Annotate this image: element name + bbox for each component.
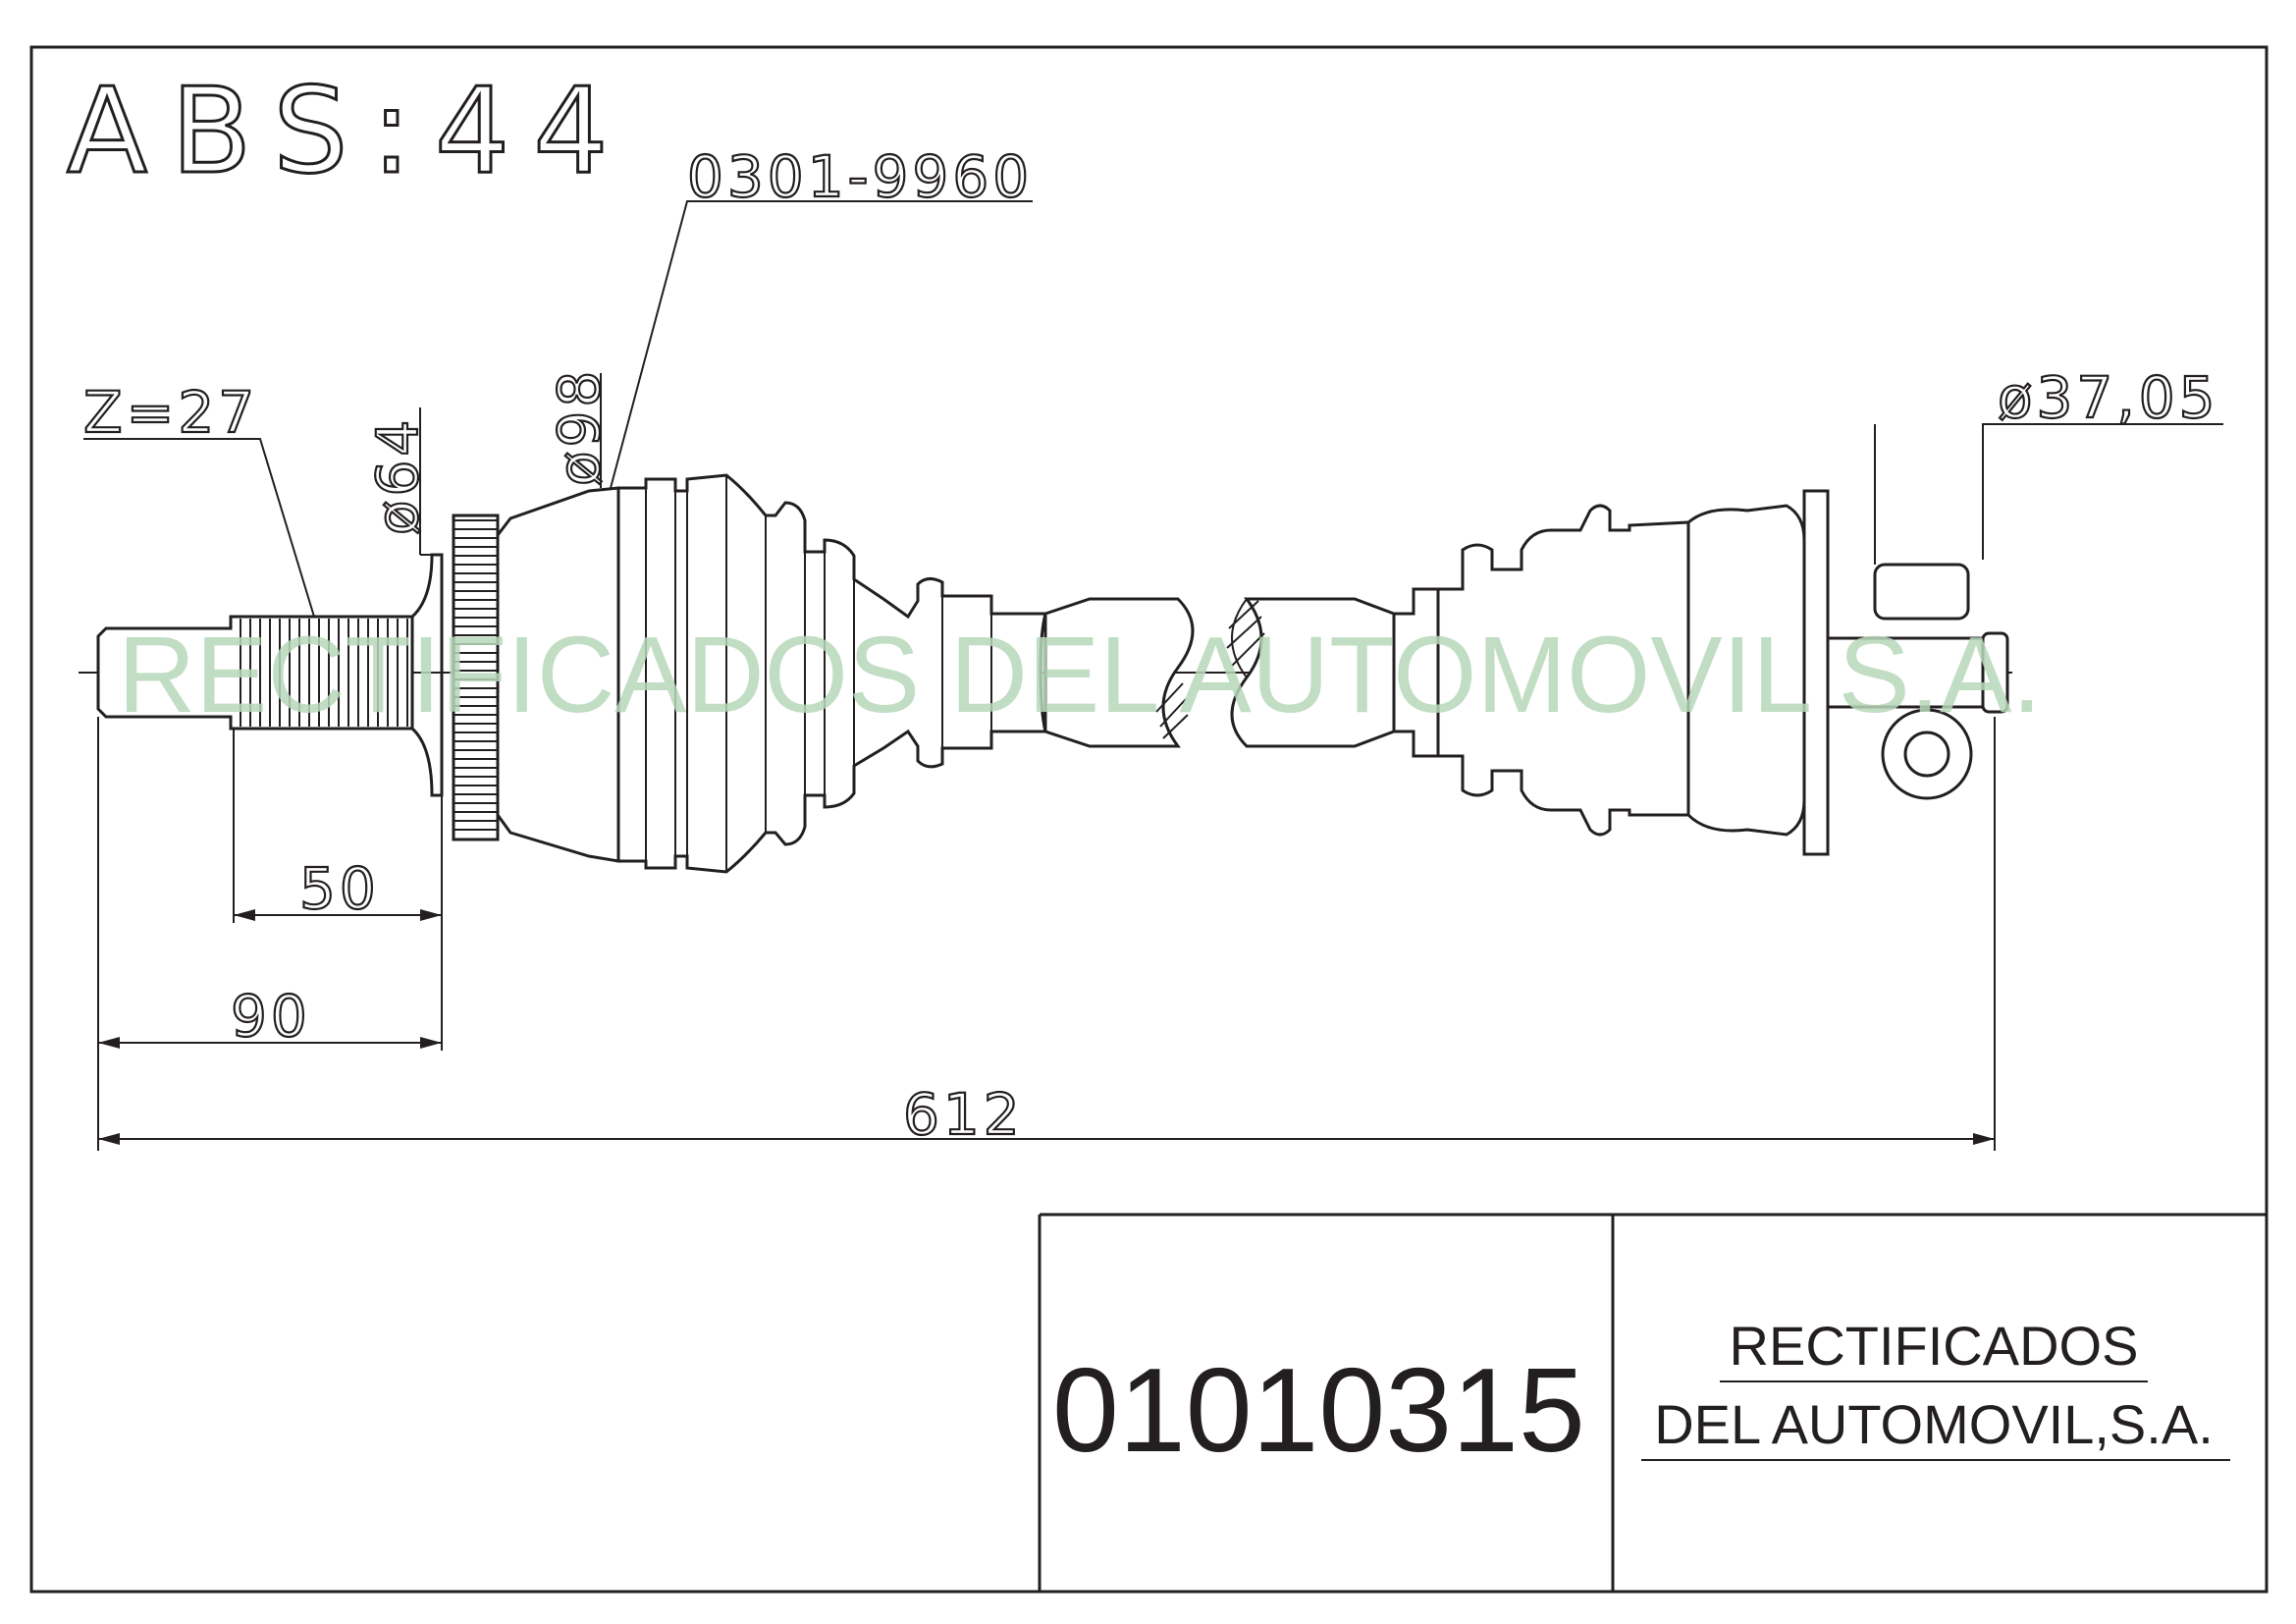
bearing-block — [1873, 563, 1970, 621]
company-name-line1: RECTIFICADOS — [1730, 1315, 2139, 1377]
inner-flange — [1802, 489, 1830, 856]
part-ref-label: 0301-9960 — [687, 143, 1033, 210]
shaft-break-hatch-right — [1226, 598, 1265, 678]
diameter-37-label: ø37,05 — [1998, 364, 2219, 431]
part-number: 01010315 — [1052, 1343, 1585, 1477]
company-name-line2: DEL AUTOMOVIL,S.A. — [1654, 1393, 2214, 1455]
outer-boot — [616, 473, 1047, 874]
outer-boot-ridges — [645, 475, 992, 872]
stub-shoulder — [410, 553, 444, 797]
watermark: RECTIFICADOS DEL AUTOMOVIL S.A. — [118, 615, 2042, 735]
diameter-98-label: ø98 — [546, 367, 613, 486]
title-block: 01010315 RECTIFICADOS DEL AUTOMOVIL,S.A. — [1038, 1213, 2267, 1592]
dimension-90-label: 90 — [231, 983, 311, 1050]
drive-shaft — [96, 473, 2009, 874]
shaft-right-section — [1230, 597, 1396, 748]
splined-stub — [96, 615, 414, 731]
abs-ring-teeth — [454, 519, 498, 831]
bearing-eye-outer — [1881, 708, 1973, 800]
bearing-eye-inner — [1903, 731, 1950, 778]
inner-stub-end — [1981, 631, 2009, 714]
shaft-break-hatch-left — [1155, 667, 1189, 747]
spline-teeth — [240, 619, 408, 727]
diameter-64-label: ø64 — [364, 416, 431, 535]
abs-label: ABS:44 — [67, 64, 632, 200]
dimension-50-label: 50 — [299, 855, 380, 922]
dimension-612-label: 612 — [903, 1081, 1024, 1148]
dimension-lines — [83, 200, 2223, 1151]
spline-count-label: Z=27 — [83, 379, 258, 446]
drawing-frame — [29, 45, 2269, 1594]
